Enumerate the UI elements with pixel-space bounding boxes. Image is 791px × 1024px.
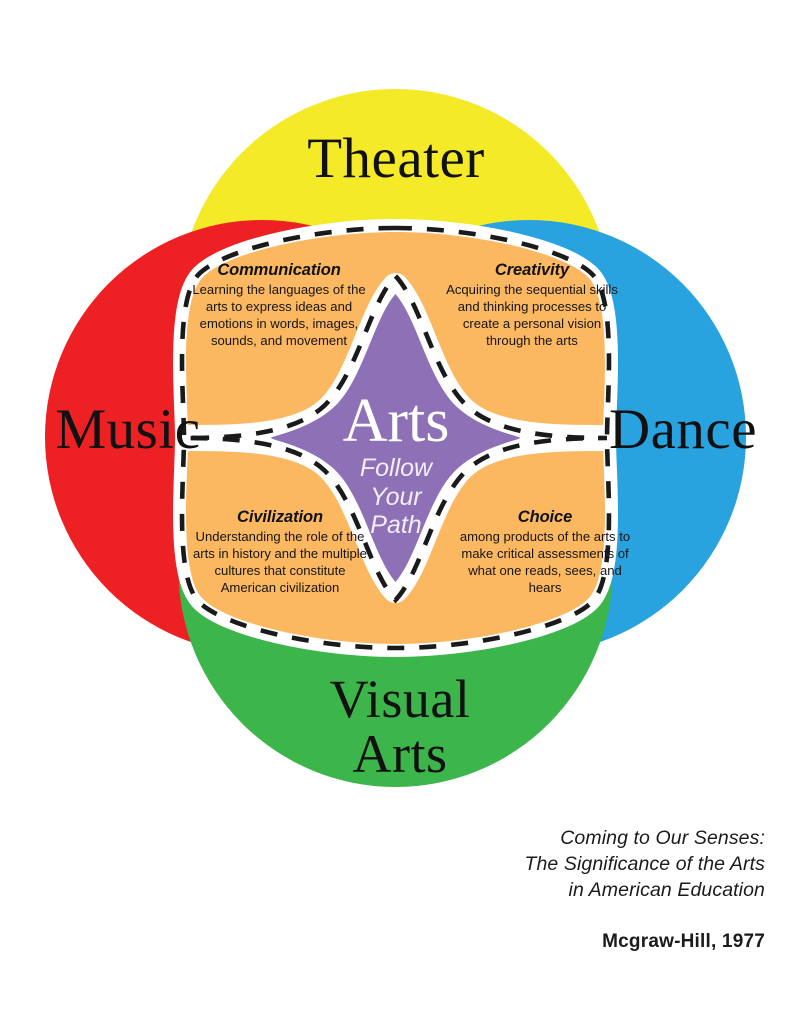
- caption-title: Coming to Our Senses: The Significance o…: [524, 827, 765, 901]
- center-quatrefoil: [271, 294, 520, 582]
- center-subtitle: Follow Your Path: [359, 454, 433, 540]
- discipline-label-dance: Dance: [608, 398, 758, 461]
- petal-body-creativity: Acquiring the sequential skills and thin…: [446, 282, 618, 349]
- petal-body-civilization: Understanding the role of the arts in hi…: [193, 529, 367, 596]
- petal-body-choice: among products of the arts to make criti…: [459, 529, 631, 596]
- caption-source: Mcgraw-Hill, 1977: [602, 930, 765, 952]
- caption-block: Coming to Our Senses: The Significance o…: [405, 826, 765, 953]
- dashed-outer-loop: [179, 225, 612, 651]
- petal-title-creativity: Creativity: [494, 261, 570, 279]
- petal-creativity: Creativity Acquiring the sequential skil…: [443, 261, 621, 349]
- petal-body-communication: Learning the languages of the arts to ex…: [192, 282, 366, 349]
- discipline-label-visual-arts: Visual Arts: [329, 669, 471, 785]
- center-title: Arts: [342, 387, 450, 455]
- petal-civilization: Civilization Understanding the role of t…: [191, 508, 369, 596]
- discipline-label-theater: Theater: [307, 127, 485, 190]
- discipline-label-music: Music: [55, 398, 201, 461]
- petal-title-communication: Communication: [217, 261, 341, 279]
- petal-communication: Communication Learning the languages of …: [190, 261, 368, 349]
- petal-title-civilization: Civilization: [237, 508, 323, 526]
- dashed-inner-quatrefoil: [183, 272, 608, 604]
- center-quatrefoil-outline: [175, 273, 616, 603]
- petal-choice: Choice among products of the arts to mak…: [456, 508, 634, 596]
- petal-title-choice: Choice: [517, 508, 573, 526]
- dashed-path-group: [179, 225, 612, 651]
- center-block: Arts Follow Your Path: [311, 387, 481, 540]
